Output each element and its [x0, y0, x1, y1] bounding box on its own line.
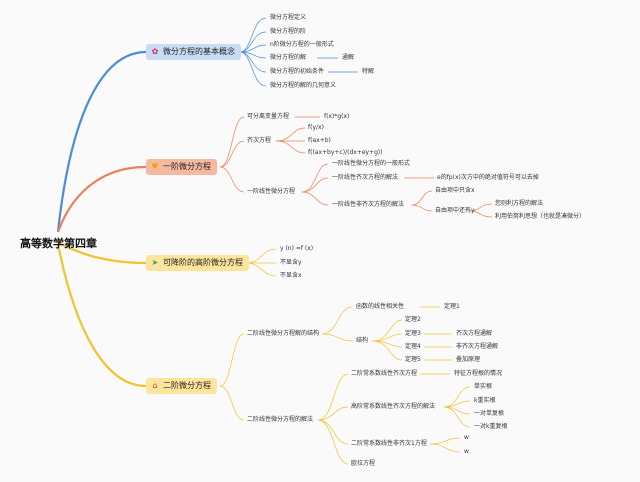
node-free-term-y[interactable]: 自由项中还有y: [435, 207, 475, 214]
node-root-k-real[interactable]: k重实根: [474, 397, 496, 404]
link-root-t1: [56, 50, 147, 233]
node-theorem-5[interactable]: 定理5: [405, 356, 421, 363]
topic-basic-concepts[interactable]: ✿微分方程的基本概念: [146, 44, 241, 60]
node-bernoulli-idea[interactable]: 利用伯努利思想（也就是凑微分）: [495, 213, 586, 220]
node-const-homog[interactable]: 二阶常系数线性齐次方程: [351, 370, 418, 377]
flower-icon: ✿: [151, 47, 159, 56]
heart-icon: ♥: [151, 162, 159, 171]
node-free-term-x[interactable]: 自由项中只含x: [435, 187, 475, 194]
node-linear-dependence[interactable]: 函数的线性相关性: [356, 303, 405, 310]
node-higher-homog[interactable]: 高阶常系数线性齐次方程的解法: [351, 403, 436, 410]
node-homogeneous[interactable]: 齐次方程: [247, 137, 272, 144]
node-separable[interactable]: 可分离变量方程: [247, 113, 290, 120]
link-root-t3: [57, 241, 147, 265]
root-topic[interactable]: 高等数学第四章: [20, 237, 97, 250]
node-root-k-complex[interactable]: 一对k重复根: [474, 423, 508, 430]
node-euler[interactable]: 欧拉方程: [351, 460, 376, 467]
paper-plane-icon: ➤: [151, 258, 159, 267]
node-linear-first-order[interactable]: 一阶线性微分方程: [247, 188, 296, 195]
node-linear-general-form[interactable]: 一阶线性微分方程的一般形式: [332, 160, 411, 167]
topic-first-order[interactable]: ♥一阶微分方程: [146, 159, 217, 175]
node-solution-methods[interactable]: 二阶线性微分方程的解法: [247, 416, 314, 423]
node-linear-nonhomog-method[interactable]: 一阶线性非齐次方程的解法: [332, 201, 405, 208]
node-w-1[interactable]: w: [464, 434, 469, 441]
node-theorem-1[interactable]: 定理1: [444, 303, 460, 310]
node-homog-form-2[interactable]: f(ax+b): [308, 137, 331, 144]
node-no-x[interactable]: 不显含x: [280, 272, 302, 279]
node-nonhomog-general[interactable]: 非齐次方程通解: [456, 343, 499, 350]
node-root-single-complex[interactable]: 一对单复根: [474, 410, 505, 417]
node-homog-form-3[interactable]: f((ax+by+c)/(dx+ey+g)): [308, 149, 383, 156]
node-abs-note[interactable]: e的fp(x)次方中的绝对值符号可以去掉: [437, 174, 539, 181]
node-structure[interactable]: 结构: [356, 337, 369, 344]
node-homog-form-1[interactable]: f(y/x): [308, 124, 324, 131]
node-theorem-4[interactable]: 定理4: [405, 343, 421, 350]
topic-reducible-order[interactable]: ➤可降阶的高阶微分方程: [146, 255, 249, 271]
node-homog-general[interactable]: 齐次方程通解: [456, 330, 493, 337]
node-linear-homog-method[interactable]: 一阶线性齐次方程的解法: [332, 174, 399, 181]
node-char-eq[interactable]: 特征方程根的情况: [454, 370, 503, 377]
node-root-single-real[interactable]: 单实根: [474, 383, 493, 390]
node-particular-solution[interactable]: 特解: [362, 68, 375, 75]
home-icon: ⌂: [152, 381, 158, 390]
topic-second-order[interactable]: ⌂二阶微分方程: [146, 378, 217, 394]
node-bernoulli-method[interactable]: 您则利方程的解法: [495, 200, 544, 207]
node-definition[interactable]: 微分方程定义: [270, 14, 307, 21]
node-no-y[interactable]: 不显含y: [280, 259, 302, 266]
node-separable-form[interactable]: f(x)*g(x): [324, 113, 350, 120]
node-const-nonhomog[interactable]: 二阶常系数线性非齐次1方程: [351, 440, 427, 447]
node-general-form[interactable]: n阶微分方程的一般形式: [270, 41, 334, 48]
node-order[interactable]: 微分方程的阶: [270, 28, 307, 35]
node-theorem-3[interactable]: 定理3: [405, 330, 421, 337]
link-root-t4: [56, 243, 147, 388]
node-w-2[interactable]: w: [464, 448, 469, 455]
node-solution-structure[interactable]: 二阶线性微分方程解的结构: [247, 330, 320, 337]
link-root-t2: [56, 165, 147, 233]
node-geometric-meaning[interactable]: 微分方程的解的几何意义: [270, 82, 337, 89]
node-yn-fx[interactable]: y (n) =f (x): [280, 245, 314, 252]
node-initial-conditions[interactable]: 微分方程的初始条件: [270, 68, 325, 75]
node-general-solution[interactable]: 通解: [342, 54, 355, 61]
node-superposition[interactable]: 叠加原理: [456, 356, 481, 363]
node-solution[interactable]: 微分方程的解: [270, 54, 307, 61]
node-theorem-2[interactable]: 定理2: [405, 316, 421, 323]
